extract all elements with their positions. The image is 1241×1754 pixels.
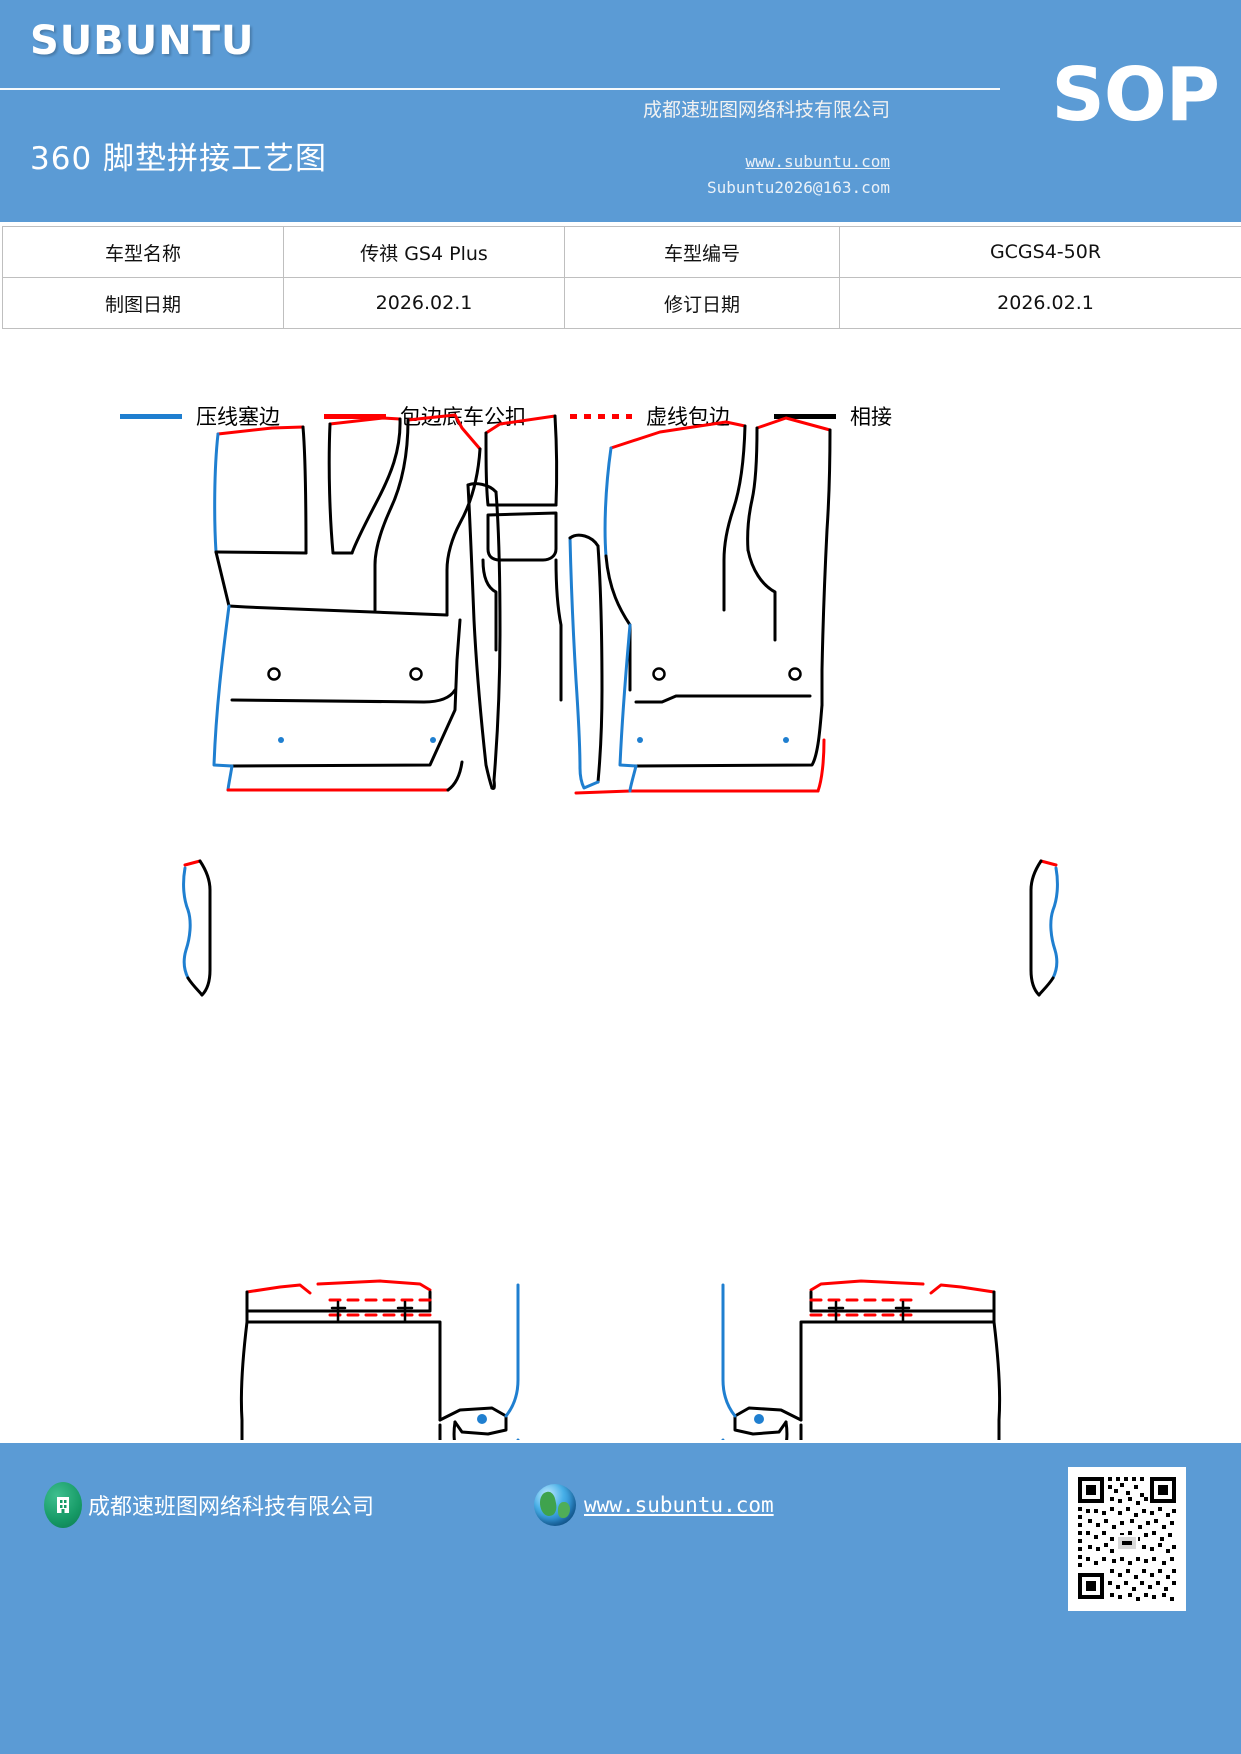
- cell-model-name-label: 车型名称: [2, 226, 284, 278]
- cell-revision-date-value: 2026.02.1: [839, 277, 1241, 329]
- cell-model-name-value: 传祺 GS4 Plus: [283, 226, 565, 278]
- floor-mat-technical-drawing: [182, 413, 1059, 1440]
- header-company-name: 成都速班图网络科技有限公司: [642, 99, 890, 121]
- header-divider: [0, 88, 1000, 90]
- building-glyph: [57, 1497, 69, 1513]
- brand-logo: SUBUNTU: [30, 18, 255, 64]
- legend-label: 包边底车公扣: [400, 405, 526, 429]
- legend-swatch-blue-solid: [120, 413, 182, 419]
- floor-mat-drawing-area: [0, 410, 1241, 1440]
- footer-website-block[interactable]: www.subuntu.com: [534, 1484, 774, 1526]
- rear-right-mat: [721, 859, 1059, 1440]
- legend-item-joint: 相接: [774, 401, 892, 431]
- page-footer: [0, 1443, 1241, 1754]
- legend-item-bind-male-buckle: 包边底车公扣: [324, 401, 526, 431]
- legend-label: 相接: [850, 405, 892, 429]
- footer-website-link[interactable]: www.subuntu.com: [584, 1493, 774, 1517]
- legend-item-press-edge: 压线塞边: [120, 401, 280, 431]
- cell-revision-date-label: 修订日期: [564, 277, 840, 329]
- legend-swatch-black-solid: [774, 413, 836, 419]
- vehicle-info-table: 车型名称 传祺 GS4 Plus 车型编号 GCGS4-50R 制图日期 202…: [2, 226, 1241, 329]
- sop-badge: SOP: [1051, 52, 1220, 138]
- front-right-mat: [568, 416, 832, 795]
- legend-swatch-red-dotted: [570, 413, 632, 419]
- globe-icon: [534, 1484, 576, 1526]
- rear-left-mat: [182, 859, 520, 1440]
- cell-model-code-value: GCGS4-50R: [839, 226, 1241, 278]
- page-title: 360 脚垫拼接工艺图: [30, 141, 328, 177]
- legend-swatch-red-solid: [324, 413, 386, 419]
- front-left-mat: [212, 413, 563, 792]
- building-icon: [44, 1482, 82, 1528]
- legend-label: 压线塞边: [196, 405, 280, 429]
- footer-company-block: 成都速班图网络科技有限公司: [44, 1482, 374, 1528]
- qr-code: [1068, 1467, 1186, 1611]
- qr-code-glyph: [1074, 1473, 1180, 1605]
- header-website-link[interactable]: www.subuntu.com: [745, 152, 891, 171]
- legend: 压线塞边 包边底车公扣 虚线包边 相接: [120, 396, 940, 436]
- table-row: 车型名称 传祺 GS4 Plus 车型编号 GCGS4-50R: [2, 226, 1241, 278]
- cell-draw-date-label: 制图日期: [2, 277, 284, 329]
- cell-model-code-label: 车型编号: [564, 226, 840, 278]
- footer-company-name: 成都速班图网络科技有限公司: [88, 1495, 375, 1520]
- table-row: 制图日期 2026.02.1 修订日期 2026.02.1: [2, 277, 1241, 329]
- header-email[interactable]: Subuntu2026@163.com: [706, 178, 890, 197]
- page-header: SUBUNTU 360 脚垫拼接工艺图 成都速班图网络科技有限公司 SOP ww…: [0, 0, 1241, 222]
- cell-draw-date-value: 2026.02.1: [283, 277, 565, 329]
